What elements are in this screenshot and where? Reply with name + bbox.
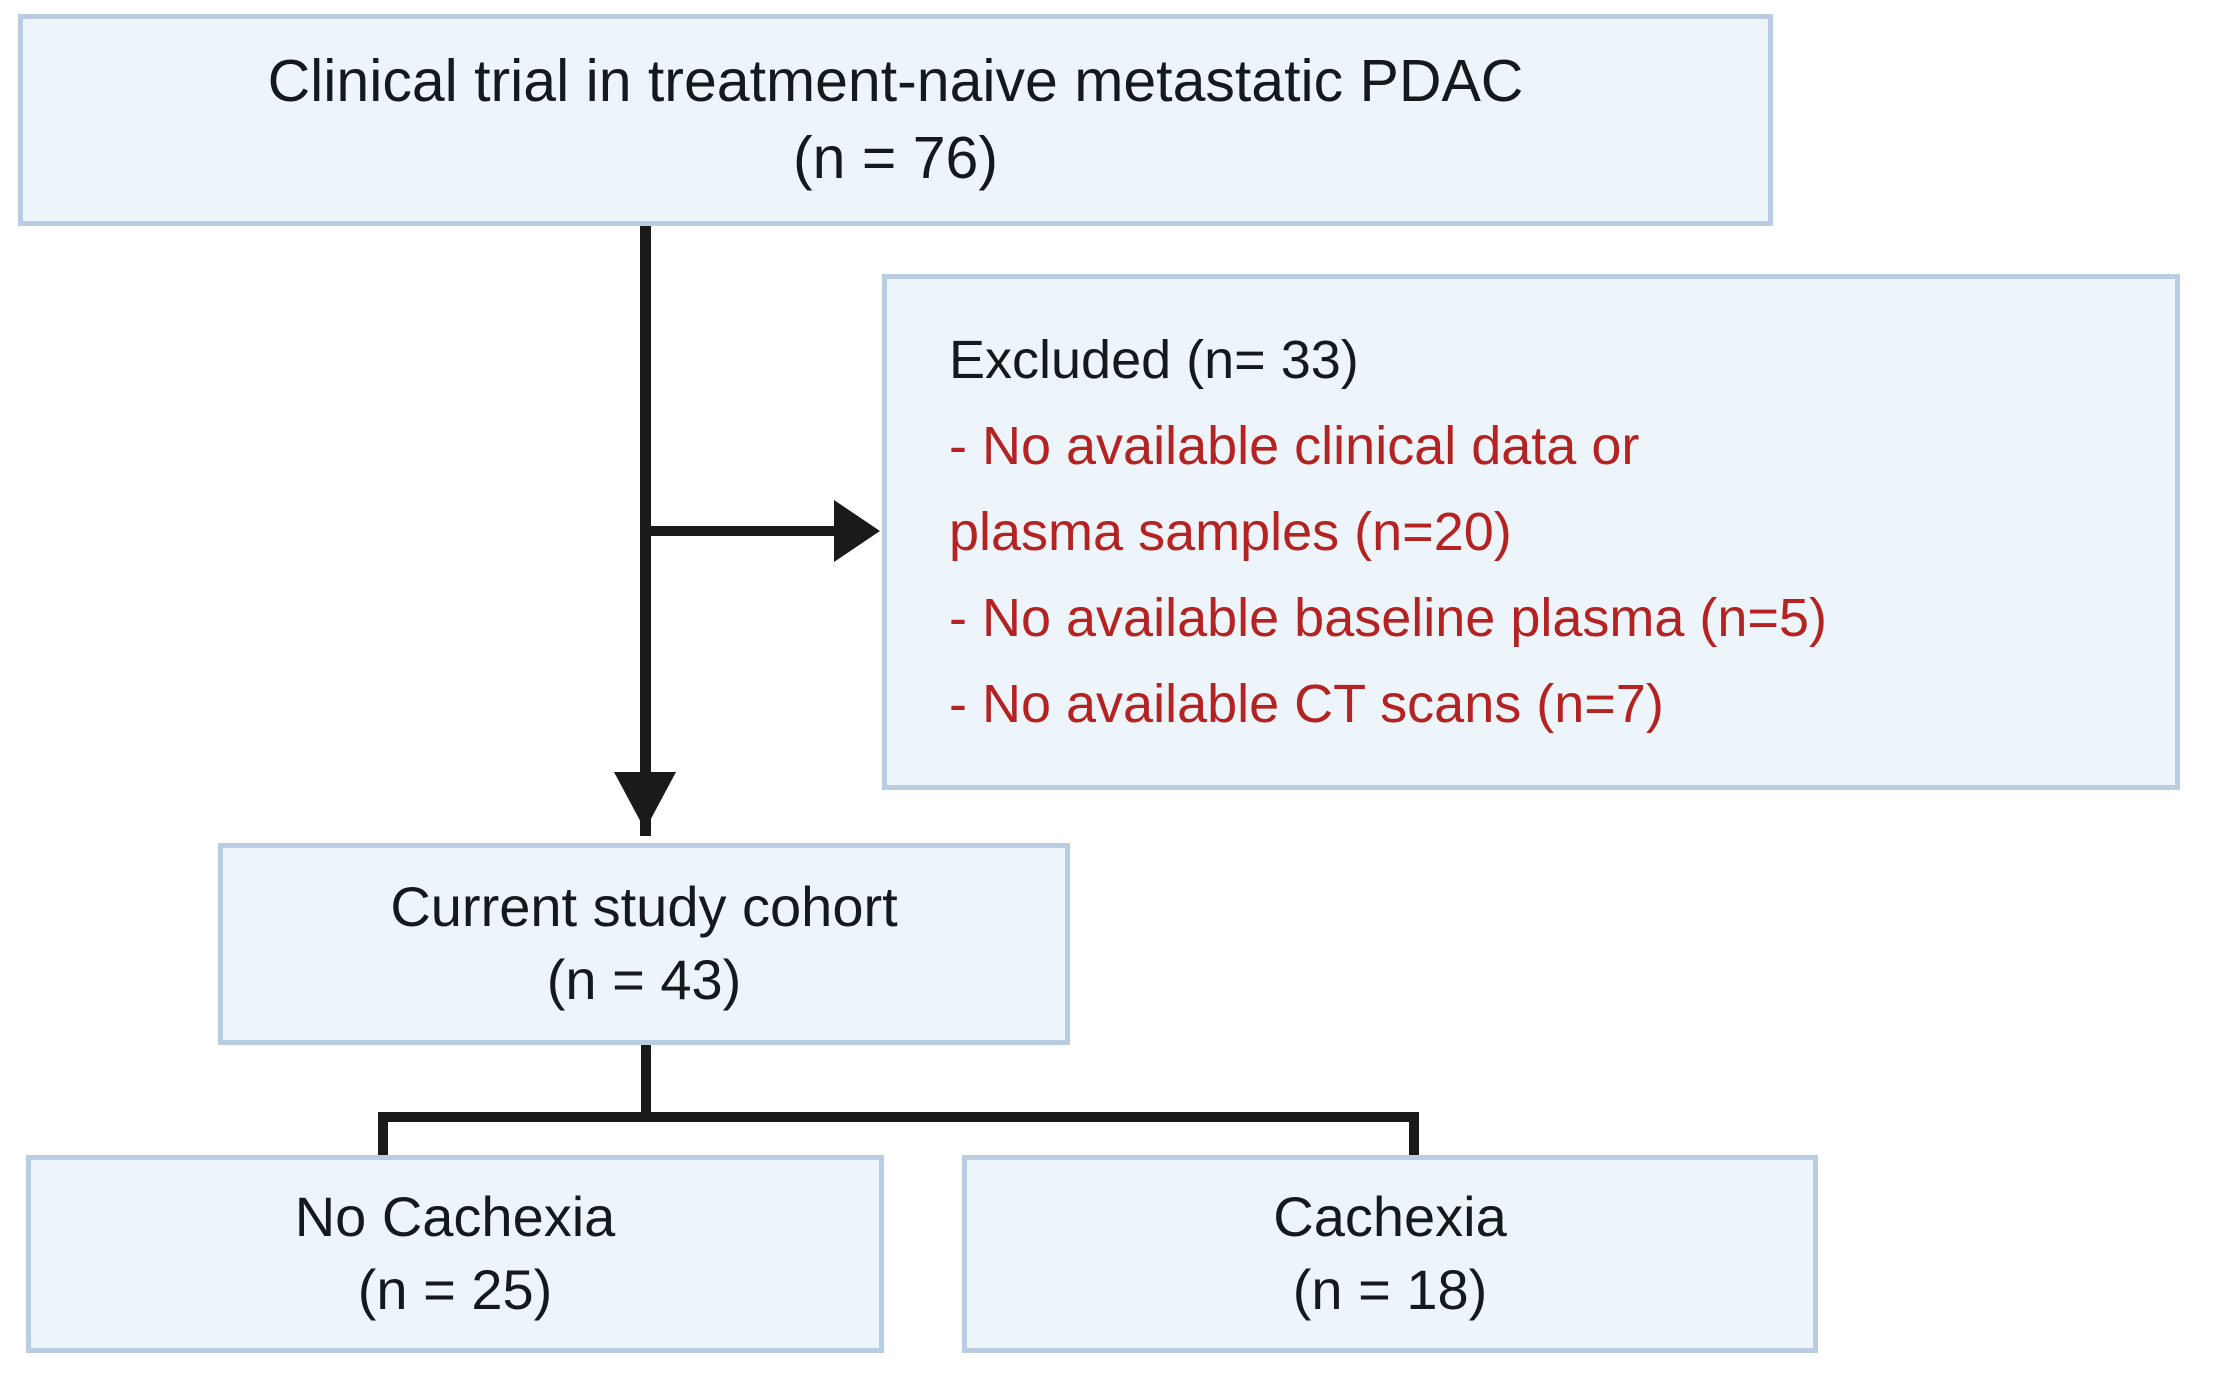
node-excluded-reason-3: - No available CT scans (n=7) (949, 674, 1664, 735)
node-clinical-trial-count: (n = 76) (793, 125, 998, 191)
edge-split-stem (641, 1045, 651, 1119)
node-excluded-reason-2: - No available baseline plasma (n=5) (949, 588, 1827, 649)
edge-split-bar (378, 1112, 1419, 1122)
node-cachexia-count: (n = 18) (1292, 1258, 1488, 1321)
edge-trunk-vertical (640, 226, 651, 836)
node-excluded-reason-1-line-2: plasma samples (n=20) (949, 501, 1512, 562)
node-cohort-count: (n = 43) (546, 948, 742, 1011)
node-cachexia-label: Cachexia (1273, 1185, 1507, 1249)
node-cachexia[interactable]: Cachexia (n = 18) (962, 1155, 1818, 1353)
node-no-cachexia-label: No Cachexia (294, 1185, 616, 1249)
node-excluded-heading: Excluded (n= 33) (949, 329, 1359, 390)
arrowhead-right-icon (834, 500, 880, 562)
node-clinical-trial[interactable]: Clinical trial in treatment-naive metast… (18, 14, 1773, 226)
arrowhead-down-icon (614, 772, 676, 830)
edge-split-right-leg (1409, 1112, 1419, 1162)
edge-branch-to-excluded (650, 526, 846, 536)
node-current-study-cohort[interactable]: Current study cohort (n = 43) (218, 843, 1070, 1045)
node-no-cachexia-count: (n = 25) (357, 1258, 553, 1321)
node-clinical-trial-label: Clinical trial in treatment-naive metast… (267, 48, 1524, 115)
node-no-cachexia[interactable]: No Cachexia (n = 25) (26, 1155, 884, 1353)
node-excluded[interactable]: Excluded (n= 33) - No available clinical… (882, 274, 2180, 790)
node-excluded-reason-1-line-1: - No available clinical data or (949, 415, 1640, 476)
node-cohort-label: Current study cohort (390, 875, 898, 939)
edge-split-left-leg (378, 1112, 388, 1162)
